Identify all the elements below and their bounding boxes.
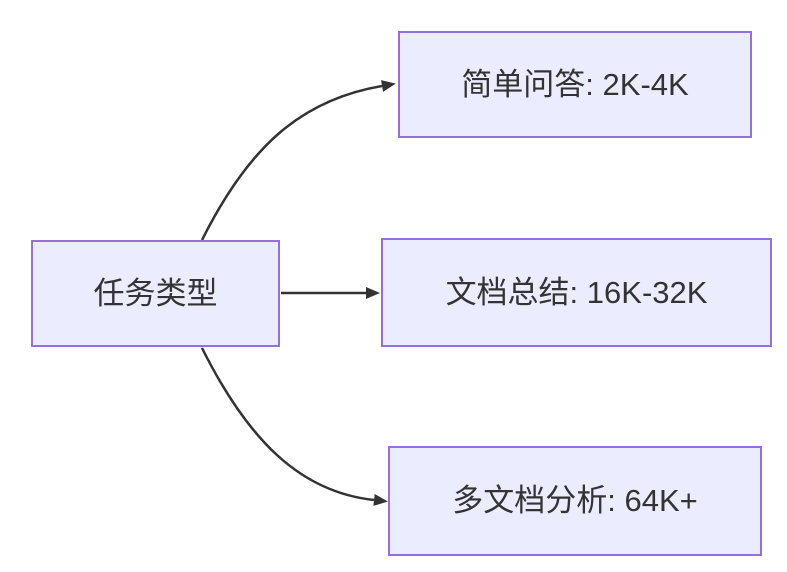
edge-root-to-leaf-2 [200, 347, 388, 506]
node-task-type: 任务类型 [31, 240, 280, 347]
node-multi-doc-analysis-label: 多文档分析: 64K+ [452, 483, 698, 519]
node-task-type-label: 任务类型 [93, 275, 218, 311]
node-doc-summary-label: 文档总结: 16K-32K [445, 274, 708, 310]
node-simple-qa: 简单问答: 2K-4K [398, 31, 752, 138]
node-doc-summary: 文档总结: 16K-32K [381, 238, 772, 347]
node-multi-doc-analysis: 多文档分析: 64K+ [388, 446, 762, 556]
edge-root-to-leaf-0 [200, 80, 396, 241]
node-simple-qa-label: 简单问答: 2K-4K [461, 66, 689, 102]
